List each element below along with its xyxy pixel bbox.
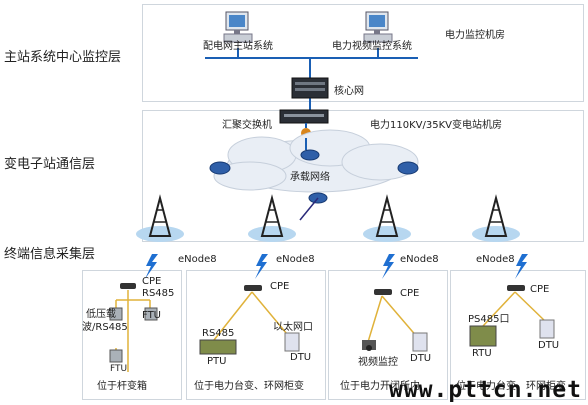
ftu-2-device-icon bbox=[109, 349, 123, 363]
pc-video-monitor-icon bbox=[363, 11, 393, 43]
wireless-bolt-icons bbox=[145, 254, 528, 279]
pc-master-station-icon bbox=[223, 11, 253, 43]
panel1-wave-label: 波/RS485 bbox=[82, 322, 128, 333]
panel3-dtu-label: DTU bbox=[410, 353, 432, 364]
panel2-cpe-label: CPE bbox=[270, 281, 290, 292]
panel2-dtu-label: DTU bbox=[290, 352, 312, 363]
terminal-panel-2 bbox=[186, 270, 326, 400]
cpe-4-icon bbox=[507, 285, 525, 291]
terminal-panel-4 bbox=[450, 270, 586, 400]
aggregation-switch-label: 汇聚交换机 bbox=[222, 120, 272, 131]
panel2-wiring bbox=[213, 291, 293, 341]
panel4-dtu-label: DTU bbox=[538, 340, 560, 351]
panel4-wiring bbox=[482, 291, 547, 327]
cpe-1-icon bbox=[120, 283, 136, 289]
pc2-label: 电力视频监控系统 bbox=[332, 41, 412, 52]
panel1-rs485-label: RS485 bbox=[142, 288, 175, 299]
enode-label-4: eNode8 bbox=[476, 254, 515, 265]
panel4-rtu-label: RTU bbox=[472, 348, 492, 359]
panel1-caption: 位于杆变箱 bbox=[97, 381, 147, 392]
panel1-ftu-label: FTU bbox=[142, 310, 162, 321]
panel3-wiring bbox=[367, 295, 419, 343]
tower-1-icon bbox=[136, 194, 184, 242]
rtu-device-icon bbox=[469, 325, 497, 347]
meter-1-icon bbox=[109, 307, 123, 321]
panel1-low-voltage-label: 低压载 bbox=[86, 309, 116, 320]
enode-label-2: eNode8 bbox=[276, 254, 315, 265]
terminal-panel-1 bbox=[82, 270, 182, 400]
ptu-device-icon bbox=[199, 339, 237, 355]
panel4-cpe-label: CPE bbox=[530, 284, 550, 295]
panel4-caption: 位于电力台变、环网柜变 bbox=[456, 381, 566, 392]
tower-4-icon bbox=[472, 194, 520, 242]
terminal-panel-3 bbox=[328, 270, 448, 400]
panel1-ftu2-label: FTU bbox=[110, 364, 128, 374]
tower-3-icon bbox=[363, 194, 411, 242]
core-server-icon bbox=[291, 77, 329, 99]
layer-label-master: 主站系统中心监控层 bbox=[4, 50, 122, 65]
dtu-3-device-icon bbox=[412, 332, 428, 352]
panel2-caption: 位于电力台变、环网柜变 bbox=[194, 381, 304, 392]
watermark-url: www.pttcn.net bbox=[388, 377, 582, 403]
bearer-network-label: 承载网络 bbox=[290, 172, 330, 183]
ftu-1-device-icon bbox=[144, 307, 158, 321]
cpe-3-icon bbox=[374, 289, 392, 295]
core-network-label: 核心网 bbox=[334, 86, 364, 97]
dtu-4-device-icon bbox=[539, 319, 555, 339]
dtu-2-device-icon bbox=[284, 332, 300, 352]
panel1-cpe-label: CPE bbox=[142, 276, 162, 287]
video-camera-icon bbox=[362, 340, 376, 351]
substation-room-label: 电力110KV/35KV变电站机房 bbox=[370, 120, 502, 131]
aggregation-switch-icon bbox=[279, 109, 329, 124]
panel2-ptu-label: PTU bbox=[207, 356, 227, 367]
tower-2-icon bbox=[248, 194, 296, 242]
layer-label-terminal: 终端信息采集层 bbox=[4, 247, 96, 262]
panel2-rs485-label: RS485 bbox=[202, 328, 235, 339]
panel4-ps485-label: PS485口 bbox=[468, 314, 510, 325]
layer-label-substation: 变电子站通信层 bbox=[4, 157, 96, 172]
pc1-label: 配电网主站系统 bbox=[203, 41, 273, 52]
cpe-2-icon bbox=[244, 285, 262, 291]
panel3-caption: 位于电力开闭所内 bbox=[340, 381, 420, 392]
monitor-room-label: 电力监控机房 bbox=[445, 30, 505, 41]
enode-label-3: eNode8 bbox=[400, 254, 439, 265]
enode-label-1: eNode8 bbox=[178, 254, 217, 265]
panel3-video-label: 视频监控 bbox=[358, 357, 398, 368]
panel3-cpe-label: CPE bbox=[400, 288, 420, 299]
master-station-panel bbox=[142, 4, 584, 102]
panel2-ethernet-label: 以太网口 bbox=[273, 322, 313, 333]
